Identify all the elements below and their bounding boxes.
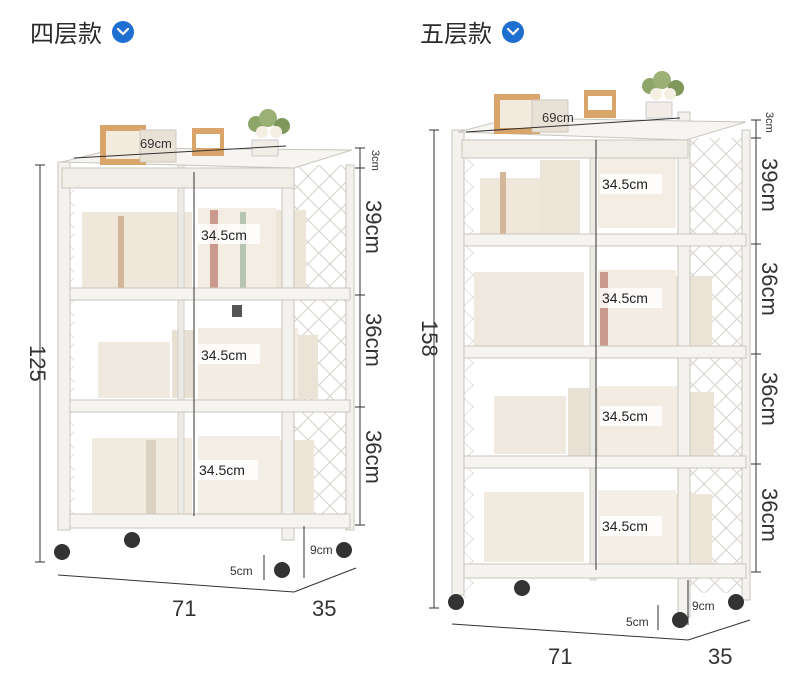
clock-icon — [192, 128, 224, 156]
lip-label: 3cm — [763, 112, 775, 133]
spacing-label: 39cm — [757, 158, 782, 212]
inner-height-label: 34.5cm — [199, 462, 245, 478]
dimension-lines — [35, 145, 365, 593]
wheel-icon — [448, 580, 744, 628]
books-tier-1 — [480, 152, 676, 234]
shelf-4-tier — [35, 109, 365, 593]
variant-4-heading: 四层款 — [30, 14, 134, 49]
chevron-down-icon[interactable] — [502, 20, 524, 43]
clock-icon — [584, 90, 616, 118]
variant-5-title: 五层款 — [420, 20, 492, 48]
top-width-label: 69cm — [140, 136, 172, 151]
chevron-down-icon[interactable] — [112, 20, 134, 43]
height-label: 158 — [417, 320, 442, 357]
spacing-label: 36cm — [757, 262, 782, 316]
wheel-label: 5cm — [230, 564, 253, 578]
height-label: 125 — [25, 345, 50, 382]
top-width-label: 69cm — [542, 110, 574, 125]
depth-label: 35 — [312, 596, 336, 621]
width-label: 71 — [548, 644, 572, 669]
inner-height-label: 34.5cm — [602, 518, 648, 534]
lip-label: 3cm — [369, 150, 381, 171]
inner-height-label: 34.5cm — [602, 408, 648, 424]
decor-frame-icon — [494, 94, 569, 134]
wheel-label: 5cm — [626, 615, 649, 629]
inner-height-label: 34.5cm — [602, 176, 648, 192]
inner-height-label: 34.5cm — [201, 347, 247, 363]
clearance-label: 9cm — [692, 599, 715, 613]
spacing-label: 36cm — [361, 313, 386, 367]
width-label: 71 — [172, 596, 196, 621]
depth-label: 35 — [708, 644, 732, 669]
plant-icon — [248, 109, 290, 157]
spacing-label: 36cm — [361, 430, 386, 484]
shelf-5-tier — [429, 71, 761, 641]
variant-4-title: 四层款 — [30, 20, 102, 48]
dimension-lines — [429, 117, 761, 641]
plant-icon — [642, 71, 684, 119]
inner-height-label: 34.5cm — [602, 290, 648, 306]
wheel-icon — [54, 532, 352, 578]
variant-5-heading: 五层款 — [420, 14, 524, 49]
spacing-label: 36cm — [757, 488, 782, 542]
books-tier-1 — [82, 208, 306, 288]
decor-frame-icon — [100, 125, 177, 165]
spacing-label: 39cm — [361, 200, 386, 254]
clearance-label: 9cm — [310, 543, 333, 557]
inner-height-label: 34.5cm — [201, 227, 247, 243]
spacing-label: 36cm — [757, 372, 782, 426]
